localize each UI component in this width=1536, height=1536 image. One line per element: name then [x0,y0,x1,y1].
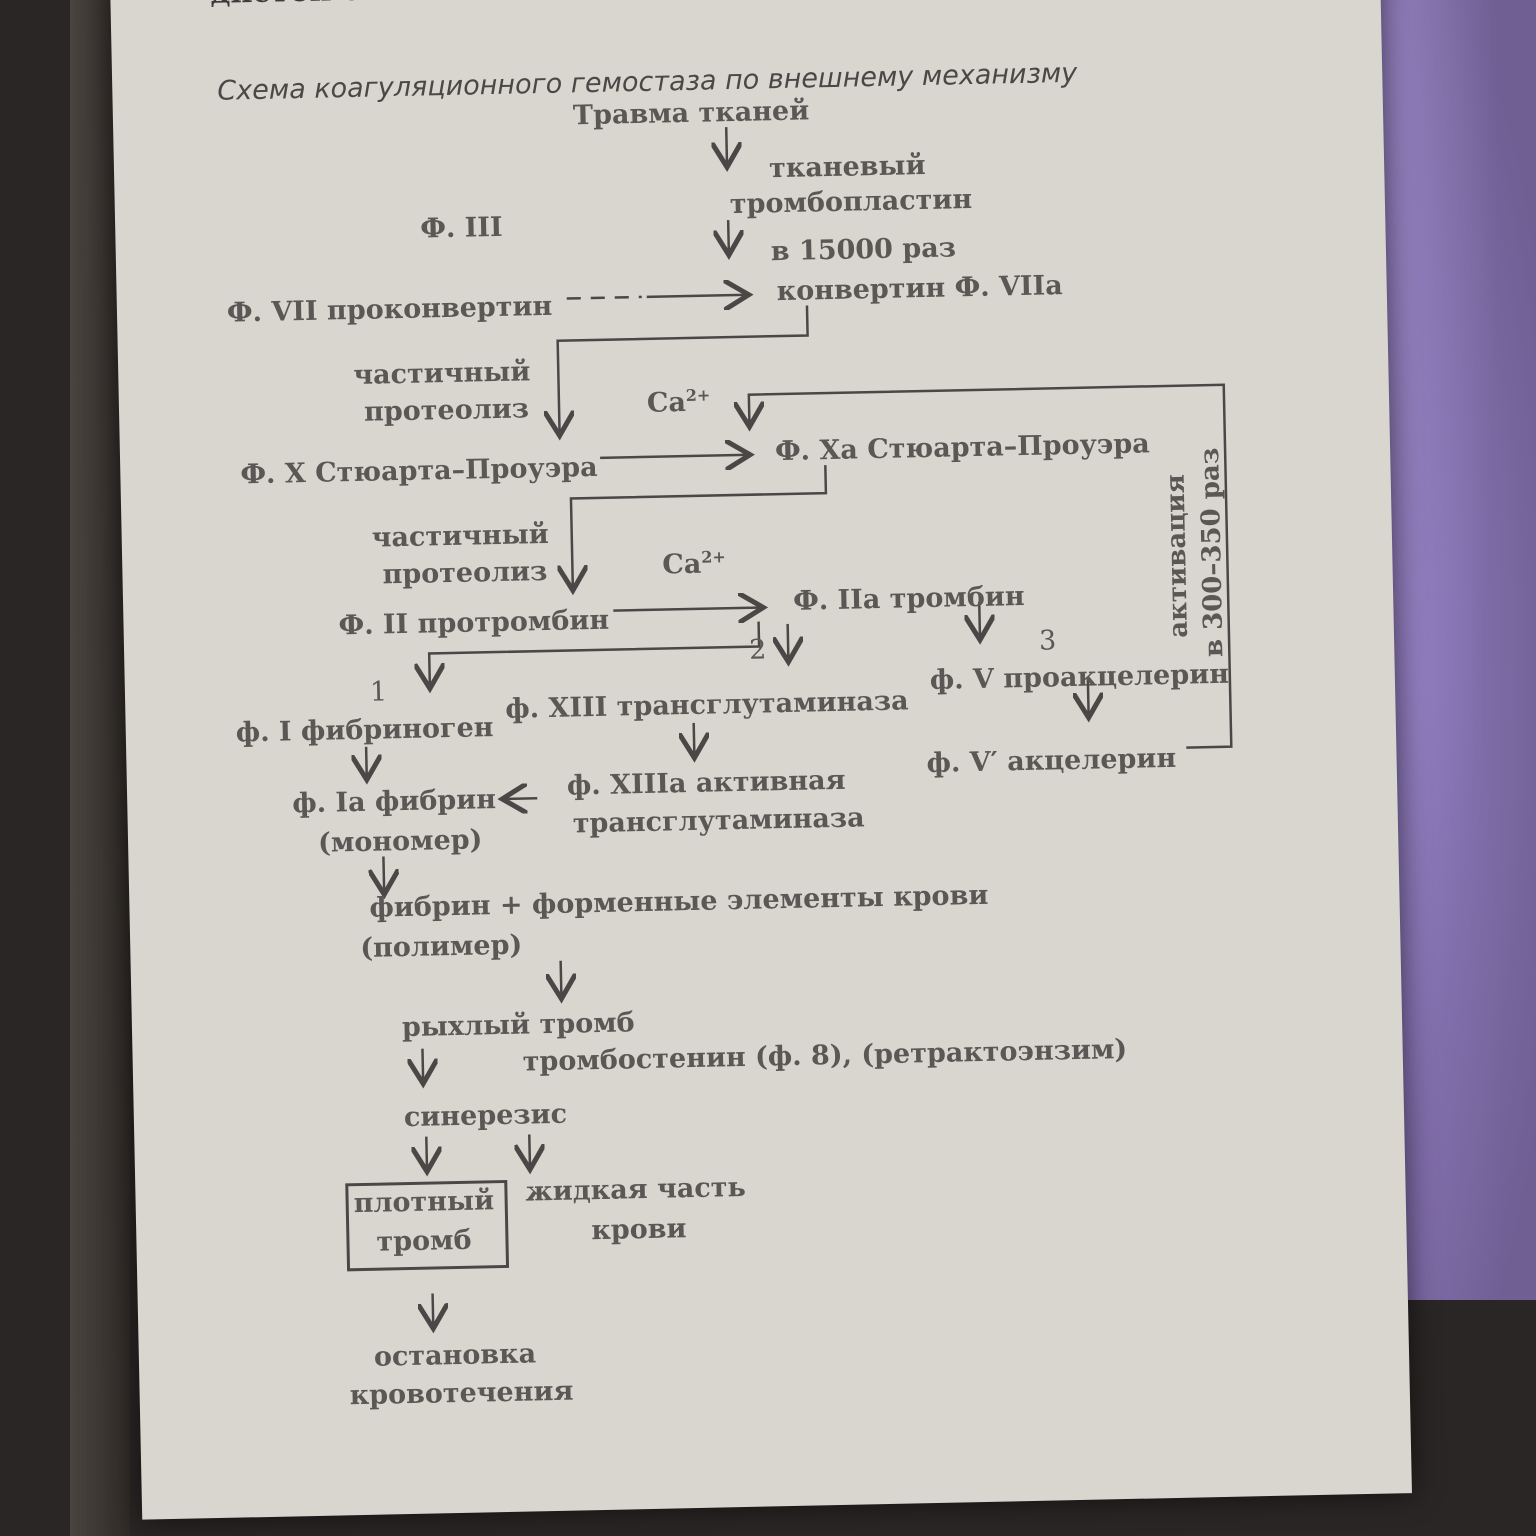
arrow-f5 [1088,679,1089,718]
liquid-blood-line2: крови [590,1213,687,1247]
syneresis-node: синерезис [403,1098,568,1134]
f5-node: ф. V проакцелерин [929,658,1230,696]
arrow-to-f5 [979,601,980,640]
arrow-trauma [726,127,727,167]
tissue-tp-line2: тромбопластин [729,183,973,221]
f1-node: ф. I фибриноген [235,712,494,749]
feedback-connector [749,383,1233,749]
arrow-f2 [613,607,763,610]
arrow-dense [426,1136,427,1172]
calcium-label-1: Ca2+ [646,385,711,419]
stop-bleeding-line1: остановка [373,1338,537,1373]
arrow-f1a [383,856,384,894]
activation-label-line2: в 300–350 раз [1195,447,1230,658]
arrow-loose-clot [422,1048,423,1084]
arrow-f7 [646,295,749,297]
arrow-f13 [694,722,695,758]
f3-node: Ф. III [419,211,503,245]
arrow-f10 [600,455,750,458]
dense-clot-line1: плотный [353,1185,495,1220]
partial-proteolysis-1-line1: частичный [353,356,531,391]
tissue-tp-line1: тканевый [768,149,926,185]
polymer-line2: (полимер) [360,929,523,964]
dense-clot-line2: тромб [376,1224,472,1258]
f1a-line1: ф. Ia фибрин [291,784,497,820]
liquid-blood-line1: жидкая часть [525,1171,747,1208]
dashed-arrow-f7 [566,295,642,300]
arrow-f13a [502,798,538,799]
arrow-to-f13 [788,623,789,662]
f13a-line2: трансглутаминаза [572,802,865,840]
f13a-line1: ф. XIIIa активная [566,764,846,802]
book-page: дистой стенке в месте повреждения. Схема… [110,0,1412,1520]
loose-clot-node: рыхлый тромб [401,1007,635,1044]
branch-number-3: 3 [1038,625,1057,657]
calcium-label-2: Ca2+ [662,547,726,581]
partial-proteolysis-2-line1: частичный [371,518,550,554]
branch-number-2: 2 [748,634,767,666]
f5a-node: ф. V′ акцелерин [926,742,1177,780]
stop-bleeding-line2: кровотечения [349,1375,574,1412]
branch-number-1: 1 [369,676,388,708]
partial-proteolysis-2-line2: протеолиз [382,555,548,591]
f2-node: Ф. II протромбин [338,604,610,642]
arrow-liquid [529,1134,530,1169]
activation-label-line1: активация [1160,473,1195,639]
f7a-node: конвертин Ф. VIIa [776,270,1064,308]
arrow-tissue-tp [728,220,729,255]
arrow-f1 [366,746,367,780]
partial-proteolysis-1-line2: протеолиз [363,393,530,428]
arrow-stop [433,1293,434,1329]
f1a-line2: (мономер) [317,824,483,859]
connector-f7a-f10 [557,305,809,435]
f2a-node: Ф. IIa тромбин [792,580,1025,617]
diagram-connectors [110,127,1233,1520]
arrow-polymer [561,960,562,999]
trauma-node: Травма тканей [572,95,810,132]
connector-f2a-f1 [429,621,761,689]
connector-f10a-f2 [570,465,828,590]
times-15000-label: в 15000 раз [770,232,957,268]
